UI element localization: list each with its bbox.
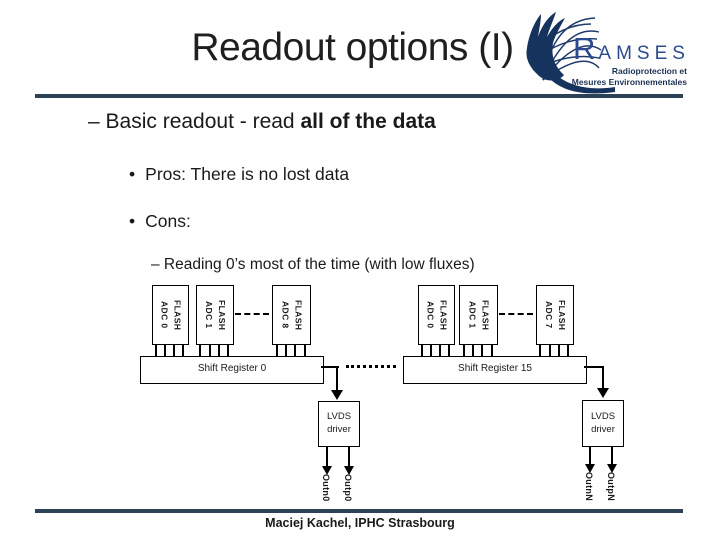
bullet-pros-text: Pros: There is no lost data xyxy=(145,164,350,184)
output-label-outnN: OutnN xyxy=(584,472,594,501)
output-label-outn0: Outn0 xyxy=(321,474,331,502)
adc-pins xyxy=(152,344,187,356)
flash-adc-label: FLASH ADC 8 xyxy=(280,299,304,331)
flash-adc-block: FLASH ADC 0 xyxy=(418,285,455,345)
bullet-cons-text: Cons: xyxy=(145,211,191,231)
bullet-cons: • Cons: xyxy=(129,211,191,232)
ramses-wordmark: RAMSES xyxy=(573,31,690,67)
top-divider xyxy=(35,94,683,98)
arrow-down-icon xyxy=(585,464,595,473)
flash-adc-block: FLASH ADC 1 xyxy=(459,285,498,345)
lvds-driver-right: LVDS driver xyxy=(582,400,624,447)
lvds-driver-left: LVDS driver xyxy=(318,401,360,447)
shift-register-15: Shift Register 15 xyxy=(403,356,587,384)
flash-adc-block: FLASH ADC 1 xyxy=(196,285,234,345)
output-line xyxy=(611,446,613,465)
flash-adc-label: FLASH ADC 1 xyxy=(204,299,227,331)
flash-adc-block: FLASH ADC 0 xyxy=(152,285,189,345)
shift-register-0: Shift Register 0 xyxy=(140,356,324,384)
bullet-basic-readout: – Basic readout - read all of the data xyxy=(88,110,436,134)
adc-pins xyxy=(272,344,309,356)
ramses-rest: AMSES xyxy=(598,43,690,64)
bullet-marker: • xyxy=(129,164,136,184)
adc-ellipsis-dashes xyxy=(235,313,269,315)
arrow-down-icon xyxy=(322,466,332,475)
flash-adc-label: FLASH ADC 7 xyxy=(544,299,567,331)
flash-adc-block: FLASH ADC 8 xyxy=(272,285,311,345)
adc-pins xyxy=(418,344,453,356)
bullet-reading-zeros: – Reading 0’s most of the time (with low… xyxy=(151,256,475,273)
footer-credit: Maciej Kachel, IPHC Strasbourg xyxy=(265,516,455,530)
bottom-divider xyxy=(35,509,683,513)
output-line xyxy=(326,446,328,467)
connector-line xyxy=(584,366,604,368)
arrow-down-icon xyxy=(607,464,617,473)
bullet-basic-readout-bold: all of the data xyxy=(300,110,436,133)
flash-adc-label: FLASH ADC 1 xyxy=(467,299,491,331)
page-title: Readout options (I) xyxy=(191,26,514,69)
bullet-basic-readout-text: – Basic readout - read xyxy=(88,110,301,133)
adc-ellipsis-dashes xyxy=(499,313,533,315)
ramses-logo: RAMSES Radioprotection et Mesures Enviro… xyxy=(523,8,695,98)
output-label-outp0: Outp0 xyxy=(343,474,353,502)
arrow-down-icon xyxy=(331,390,343,400)
flash-adc-label: FLASH ADC 0 xyxy=(425,299,449,331)
adc-pins xyxy=(196,344,232,356)
bullet-pros: • Pros: There is no lost data xyxy=(129,164,349,185)
connector-line xyxy=(602,366,604,389)
connector-line xyxy=(336,366,338,392)
hand-globe-icon xyxy=(526,12,615,94)
logo-tagline-1: Radioprotection et xyxy=(611,66,687,76)
bullet-marker: • xyxy=(129,211,136,231)
logo-tagline-2: Mesures Environnementales xyxy=(571,77,687,87)
connector-line xyxy=(321,366,339,368)
output-line xyxy=(589,446,591,465)
flash-adc-label: FLASH ADC 0 xyxy=(159,299,183,331)
register-ellipsis-dots xyxy=(346,365,396,368)
output-line xyxy=(348,446,350,467)
flash-adc-block: FLASH ADC 7 xyxy=(536,285,574,345)
arrow-down-icon xyxy=(344,466,354,475)
adc-pins xyxy=(536,344,572,356)
output-label-outpN: OutpN xyxy=(606,472,616,501)
arrow-down-icon xyxy=(597,388,609,398)
adc-pins xyxy=(459,344,496,356)
ramses-initial: R xyxy=(573,31,599,66)
